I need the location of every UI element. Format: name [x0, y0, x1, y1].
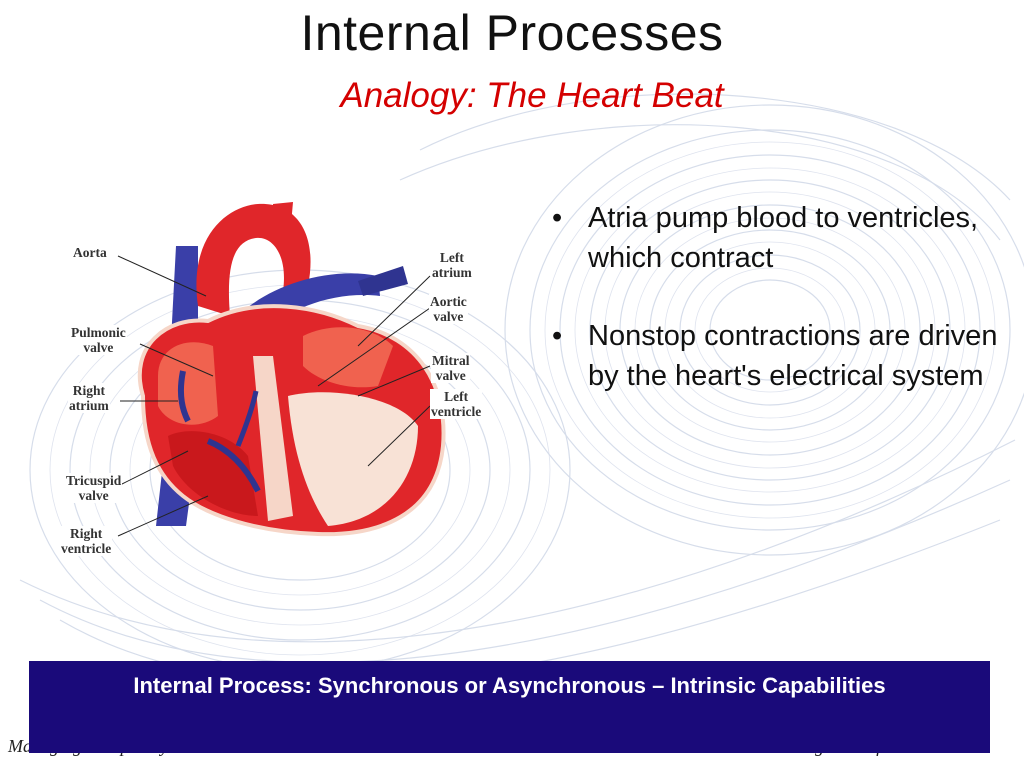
bullet-marker: •	[552, 320, 563, 352]
left-atrium-shape	[303, 327, 393, 388]
flow-arrow-shape	[177, 370, 191, 423]
heart-diagram	[117, 202, 446, 537]
right-atrium-shape	[158, 342, 218, 425]
bullet-item: • Nonstop contractions are driven by the…	[548, 316, 1008, 396]
flow-arrow-shape-2	[206, 438, 261, 493]
bottom-banner: Internal Process: Synchronous or Asynchr…	[29, 661, 990, 753]
pulmonary-vein-shape	[358, 266, 408, 296]
bullet-list: • Atria pump blood to ventricles, which …	[548, 198, 1008, 434]
aorta-branch-shape-2	[273, 202, 293, 236]
slide-title: Internal Processes	[300, 5, 724, 61]
flow-arrow-shape-3	[235, 390, 259, 447]
left-ventricle-shape	[288, 392, 418, 526]
bullet-item: • Atria pump blood to ventricles, which …	[548, 198, 1008, 278]
slide-subtitle: Analogy: The Heart Beat	[340, 76, 724, 115]
banner-text: Internal Process: Synchronous or Asynchr…	[133, 673, 886, 698]
bullet-text: Atria pump blood to ventricles, which co…	[588, 202, 979, 274]
septum-shape	[253, 356, 293, 521]
aorta-branch-shape	[248, 206, 265, 238]
bullet-marker: •	[552, 202, 563, 234]
bullet-text: Nonstop contractions are driven by the h…	[588, 320, 998, 392]
right-ventricle-shape	[168, 431, 258, 516]
label-aorta: Aorta	[72, 245, 108, 260]
